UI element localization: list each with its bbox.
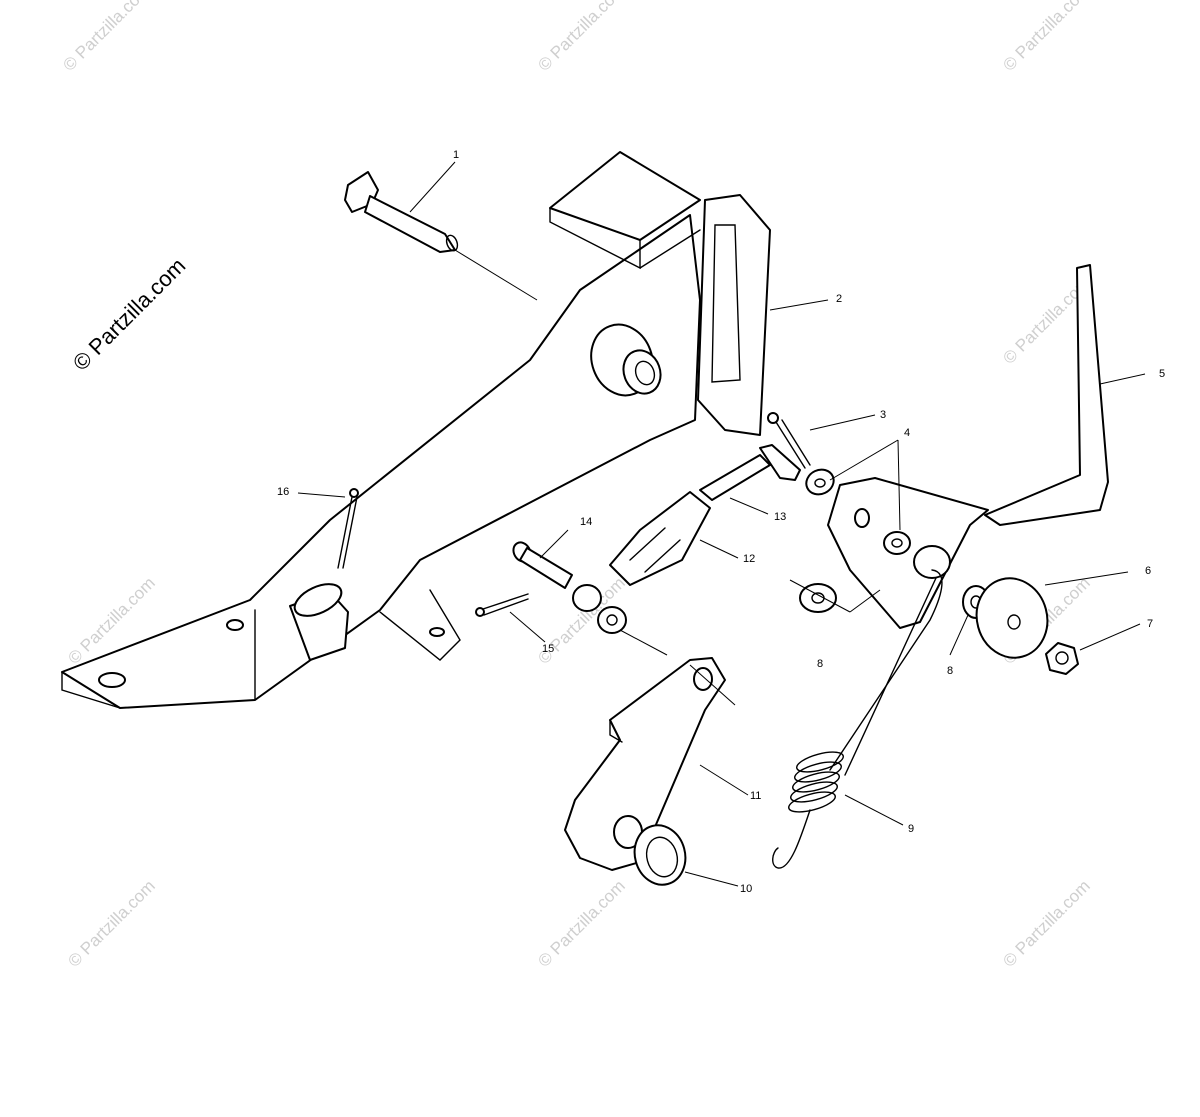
callout-7: 7 — [1147, 618, 1153, 630]
leader-lines — [297, 161, 1146, 887]
part-1-bolt — [344, 171, 459, 253]
watermark: © Partzilla.com — [999, 876, 1093, 970]
callout-12: 12 — [743, 553, 755, 565]
watermark-prominent: © Partzilla.com — [68, 253, 191, 376]
part-3-cotter-pin — [767, 412, 811, 469]
watermark: © Partzilla.com — [59, 0, 153, 75]
callout-15: 15 — [542, 643, 554, 655]
part-15-cotter-pin — [475, 593, 529, 617]
callouts: 1 2 3 4 5 6 7 8 8 9 10 11 12 13 14 15 16 — [277, 149, 1165, 895]
part-5-lever — [984, 264, 1109, 526]
part-9-spring — [772, 569, 943, 869]
spring-coils — [788, 751, 844, 813]
watermark: © Partzilla.com — [534, 876, 628, 970]
part-13-rod — [699, 444, 801, 501]
callout-8-left: 8 — [817, 658, 823, 670]
callout-11: 11 — [750, 790, 761, 802]
watermark: © Partzilla.com — [534, 0, 628, 75]
watermark: © Partzilla.com — [999, 0, 1093, 75]
part-2-main-bracket — [61, 151, 771, 709]
callout-2: 2 — [836, 293, 842, 305]
part-5-pivot-plate — [827, 477, 989, 629]
callout-3: 3 — [880, 409, 886, 421]
part-7-nut — [1045, 642, 1079, 675]
part-14-clevis-pin — [512, 541, 573, 589]
callout-9: 9 — [908, 823, 914, 835]
callout-14: 14 — [580, 516, 592, 528]
callout-6: 6 — [1145, 565, 1151, 577]
part-4-washers — [805, 468, 911, 555]
callout-13: 13 — [774, 511, 786, 523]
callout-4: 4 — [904, 427, 910, 439]
part-6-washer — [975, 577, 1049, 659]
callout-5: 5 — [1159, 368, 1165, 380]
callout-10: 10 — [740, 883, 752, 895]
watermark: © Partzilla.com — [64, 876, 158, 970]
part-16-cotter-pin — [337, 488, 359, 569]
part-12-clevis — [572, 491, 711, 634]
part-10-washer — [633, 824, 687, 886]
part-11-arm — [564, 657, 726, 871]
callout-1: 1 — [453, 149, 459, 161]
callout-16: 16 — [277, 486, 289, 498]
callout-8-right: 8 — [947, 665, 953, 677]
